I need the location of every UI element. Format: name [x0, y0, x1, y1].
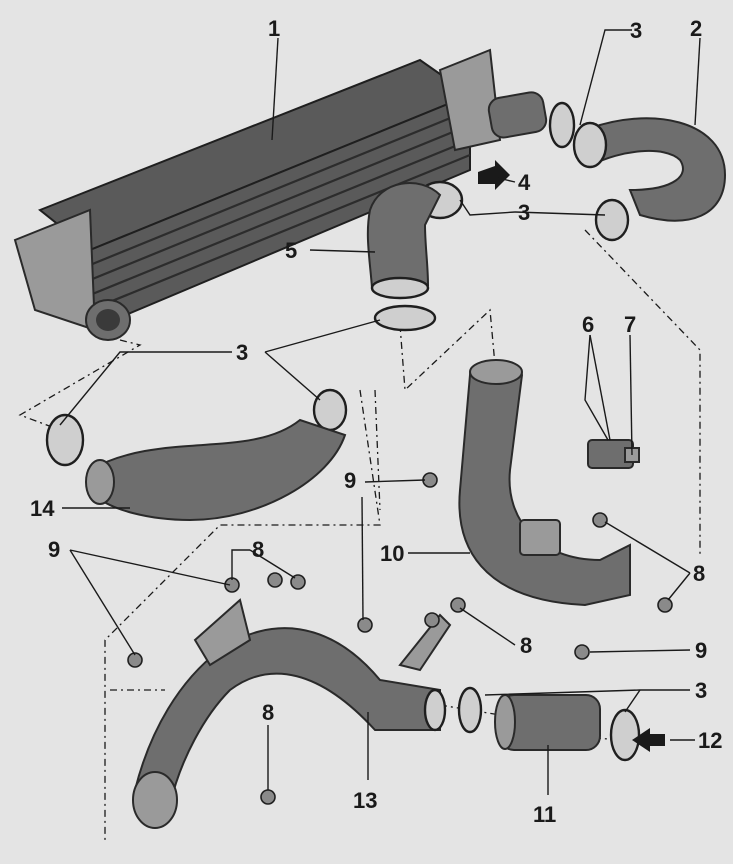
callout-12: 12 [698, 728, 722, 753]
callout-3: 3 [518, 200, 530, 225]
arrow-right-icon [478, 160, 510, 190]
callouts: 1 2 3 4 3 5 6 7 3 9 14 10 8 9 8 8 9 3 12… [30, 16, 722, 827]
callout-11: 11 [533, 802, 556, 827]
callout-9: 9 [695, 638, 707, 663]
hose-13 [132, 598, 452, 829]
hose-2 [572, 117, 727, 222]
callout-7: 7 [624, 312, 636, 337]
callout-8: 8 [252, 537, 264, 562]
callout-10: 10 [380, 541, 404, 566]
hose-14 [85, 418, 347, 522]
assembly-lines [18, 229, 701, 840]
callout-8: 8 [693, 561, 705, 586]
callout-3: 3 [630, 18, 642, 43]
callout-5: 5 [285, 238, 297, 263]
arrow-left-icon [632, 728, 665, 752]
callout-6: 6 [582, 312, 594, 337]
callout-9: 9 [48, 537, 60, 562]
callout-9: 9 [344, 468, 356, 493]
callout-3: 3 [236, 340, 248, 365]
callout-8: 8 [262, 700, 274, 725]
callout-13: 13 [353, 788, 377, 813]
callout-1: 1 [268, 16, 280, 41]
callout-4: 4 [518, 170, 531, 195]
callout-8: 8 [520, 633, 532, 658]
intercooler [13, 48, 548, 341]
pipe-11 [494, 694, 601, 751]
callout-2: 2 [690, 16, 702, 41]
sensor [587, 439, 640, 469]
callout-3: 3 [695, 678, 707, 703]
elbow-hose-5 [366, 182, 442, 300]
fasteners [127, 472, 673, 805]
hose-10 [458, 359, 631, 607]
leader-lines [59, 29, 701, 795]
callout-14: 14 [30, 496, 55, 521]
